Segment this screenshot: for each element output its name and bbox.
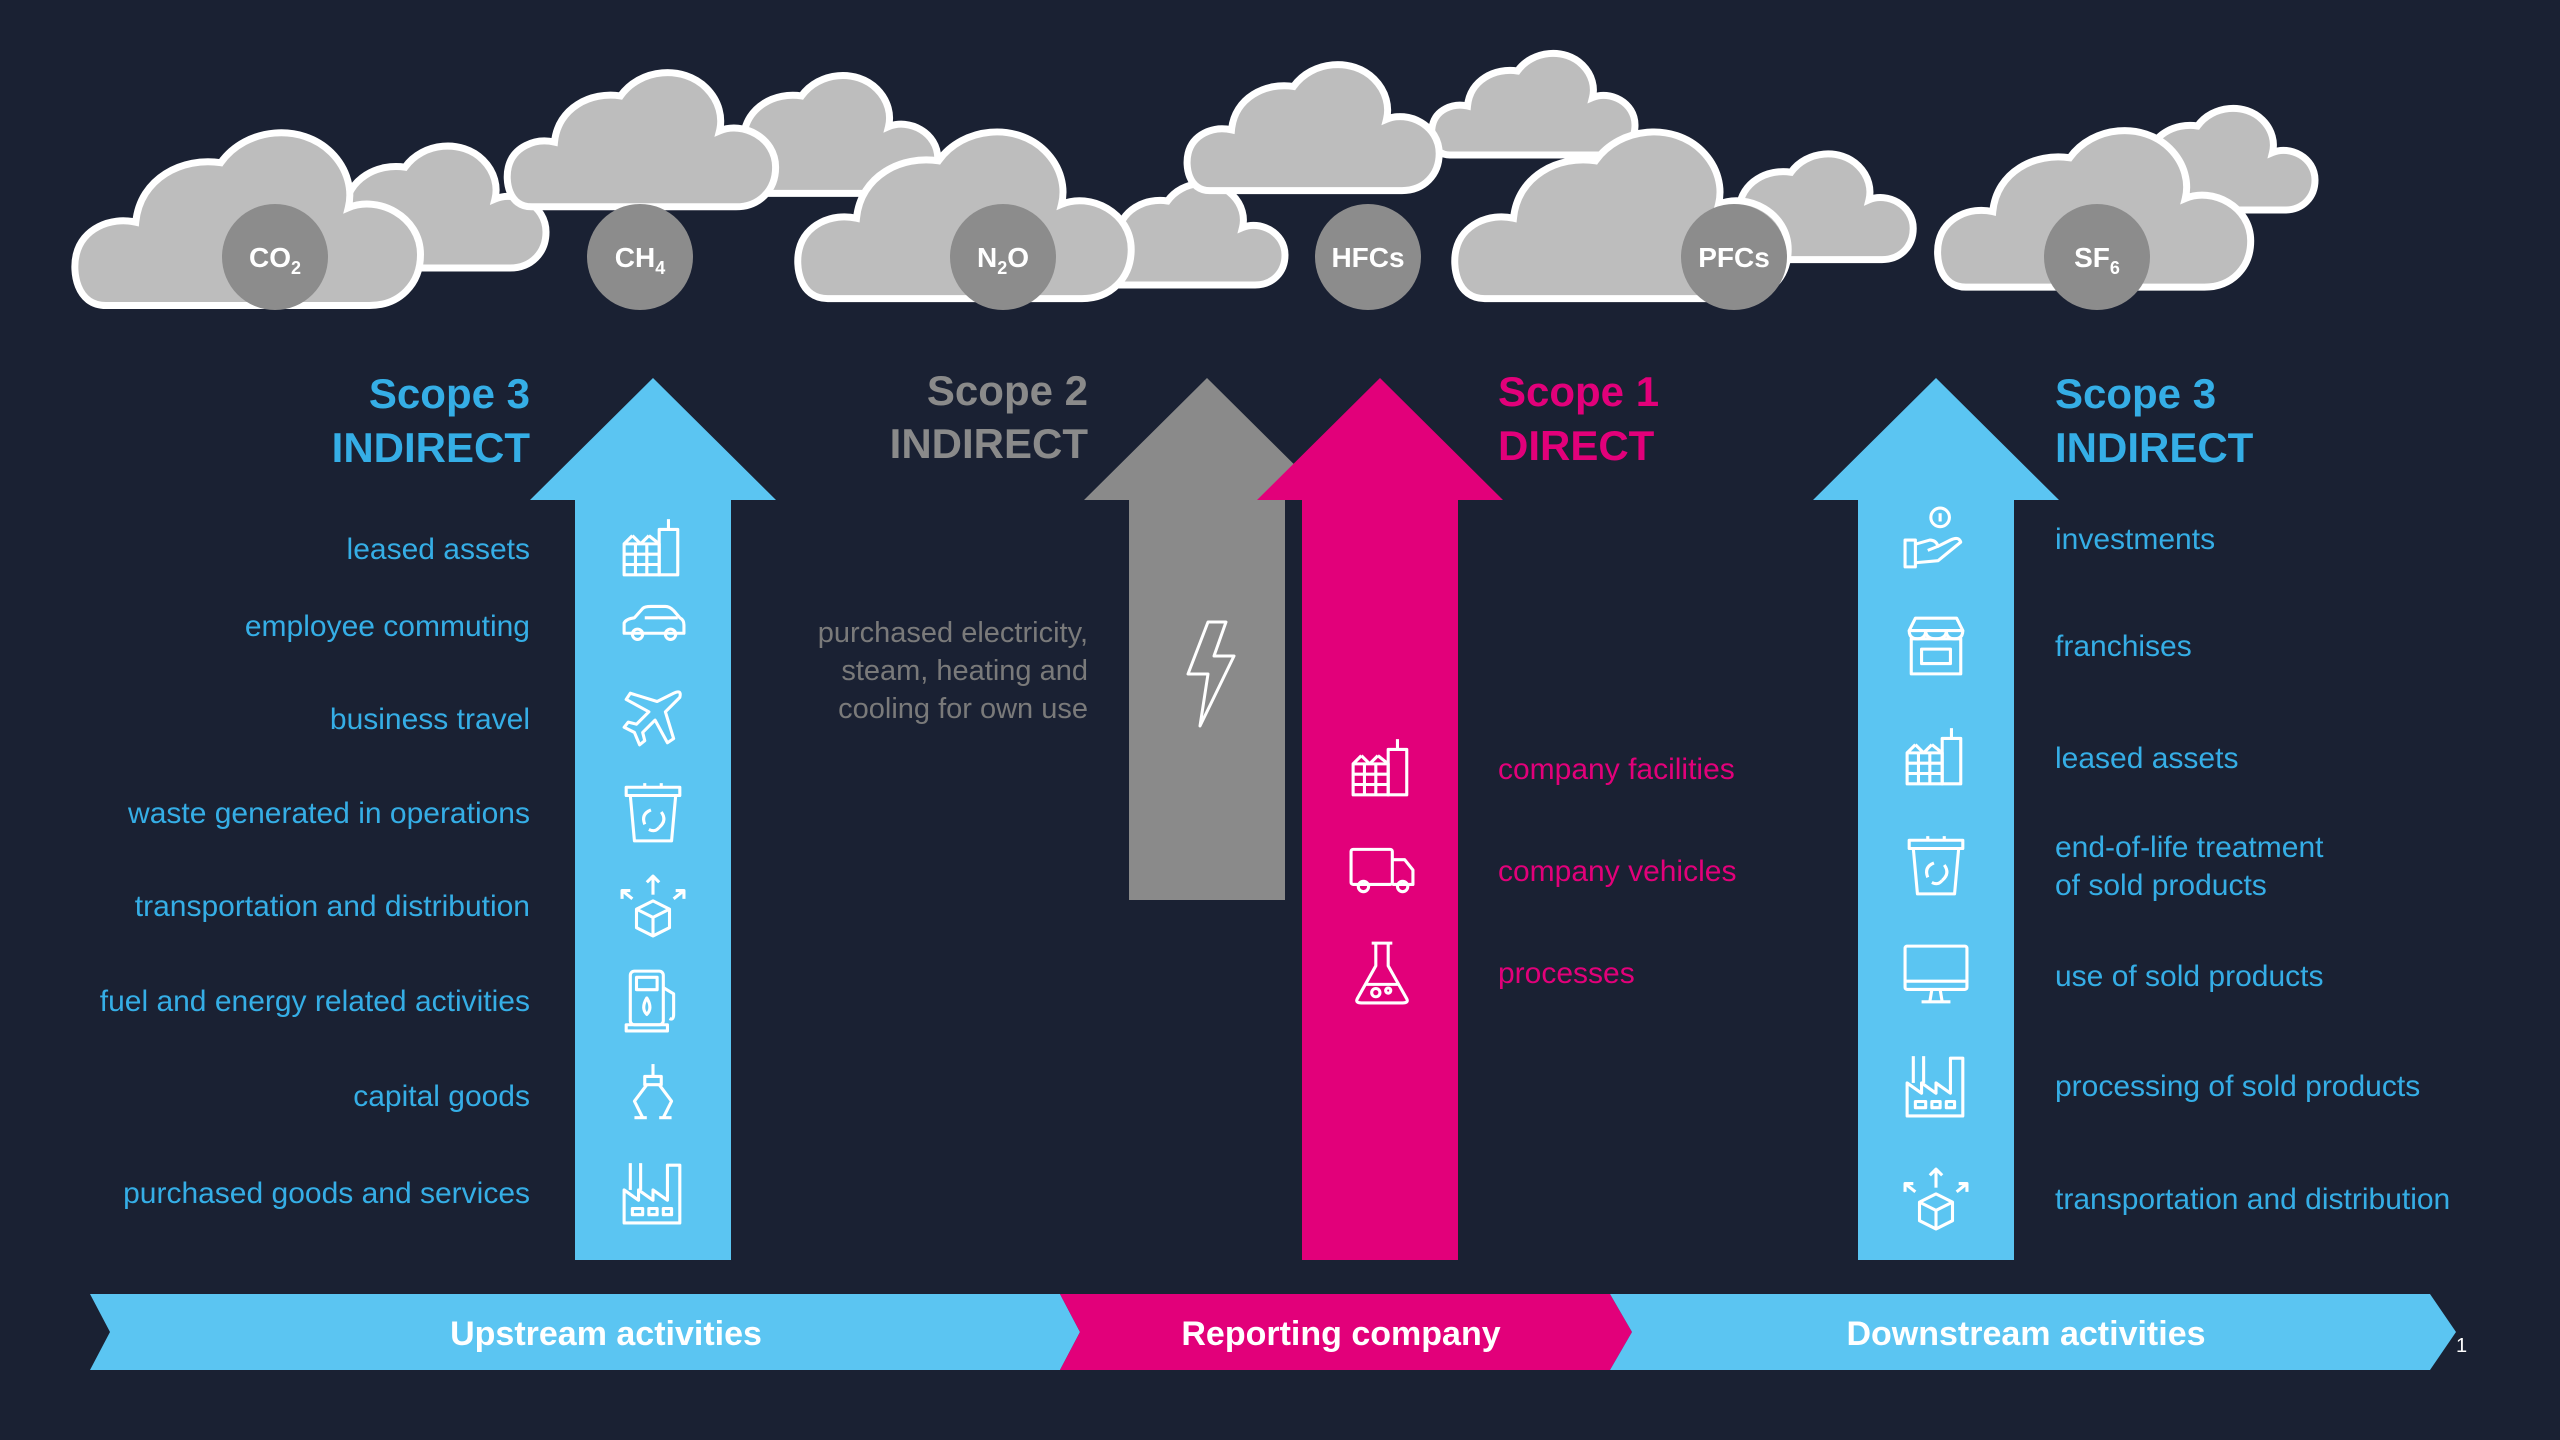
downstream-item-label: end-of-life treatment (2055, 831, 2324, 864)
upstream-item-label: purchased goods and services (123, 1177, 530, 1210)
gas-badge: SF6 (2044, 204, 2150, 310)
gas-badge: PFCs (1681, 204, 1787, 310)
gas-badge: CH4 (587, 204, 693, 310)
upstream-item-label: employee commuting (245, 610, 530, 643)
downstream-item-label: processing of sold products (2055, 1070, 2420, 1103)
upstream-activities-label: Upstream activities (450, 1315, 762, 1353)
cloud-back-4 (1432, 53, 1635, 155)
gas-badge: HFCs (1315, 204, 1421, 310)
cloud-2 (507, 73, 775, 207)
gas-label: N2O (977, 242, 1029, 278)
downstream-item-label: leased assets (2055, 742, 2238, 775)
scope2-subtitle: INDIRECT (890, 420, 1089, 467)
scope2-title: Scope 2 (927, 367, 1088, 414)
upstream-labels: leased assets employee commuting business … (100, 533, 530, 1210)
gas-label: HFCs (1331, 242, 1404, 273)
reporting-company-bar (1060, 1294, 1632, 1370)
downstream-scope-subtitle: INDIRECT (2055, 424, 2254, 471)
cloud-4 (1187, 65, 1439, 191)
downstream-labels: investments franchises leased assets end-of… (2055, 523, 2450, 1216)
scope1-item-label: company vehicles (1498, 855, 1736, 888)
gas-label: SF6 (2074, 242, 2120, 278)
downstream-item-label: use of sold products (2055, 960, 2324, 993)
scope2-desc-line-1: purchased electricity, (818, 617, 1088, 649)
upstream-item-label: fuel and energy related activities (100, 985, 530, 1018)
upstream-activities-bar (90, 1294, 1080, 1370)
downstream-activities-label: Downstream activities (1846, 1315, 2205, 1353)
scope1-item-label: company facilities (1498, 753, 1735, 786)
downstream-item-label: of sold products (2055, 869, 2267, 902)
scope1-title: Scope 1 (1498, 368, 1659, 415)
downstream-activities-bar (1610, 1294, 2456, 1370)
gas-badge: N2O (950, 204, 1056, 310)
upstream-scope-title: Scope 3 (369, 370, 530, 417)
upstream-item-label: transportation and distribution (135, 890, 530, 923)
gas-badge: CO2 (222, 204, 328, 310)
downstream-scope-title: Scope 3 (2055, 370, 2216, 417)
downstream-item-label: transportation and distribution (2055, 1183, 2450, 1216)
scope1-labels: company facilities company vehicles proces… (1498, 753, 1736, 990)
upstream-item-label: business travel (330, 703, 530, 736)
upstream-item-label: leased assets (347, 533, 530, 566)
scope2-arrow (1084, 378, 1330, 900)
downstream-scope3-arrow (1813, 378, 2059, 1260)
gas-label: CH4 (615, 242, 665, 278)
reporting-company-label: Reporting company (1181, 1315, 1500, 1353)
upstream-item-label: waste generated in operations (127, 797, 530, 830)
scope2-desc-line-2: steam, heating and (841, 655, 1088, 687)
gas-label: PFCs (1698, 242, 1770, 273)
scope1-subtitle: DIRECT (1498, 422, 1655, 469)
upstream-scope-subtitle: INDIRECT (332, 424, 531, 471)
gas-clouds: CO2 CH4 N2O HFCs PFCs SF6 (75, 53, 2315, 310)
upstream-item-label: capital goods (353, 1080, 530, 1113)
upstream-scope3-arrow (530, 378, 776, 1260)
scope1-arrow (1257, 378, 1503, 1260)
scope2-desc-line-3: cooling for own use (838, 693, 1088, 725)
downstream-item-label: investments (2055, 523, 2215, 556)
scope1-item-label: processes (1498, 957, 1635, 990)
gas-label: CO2 (249, 242, 301, 278)
downstream-item-label: franchises (2055, 630, 2192, 663)
page-number: 1 (2456, 1335, 2467, 1357)
